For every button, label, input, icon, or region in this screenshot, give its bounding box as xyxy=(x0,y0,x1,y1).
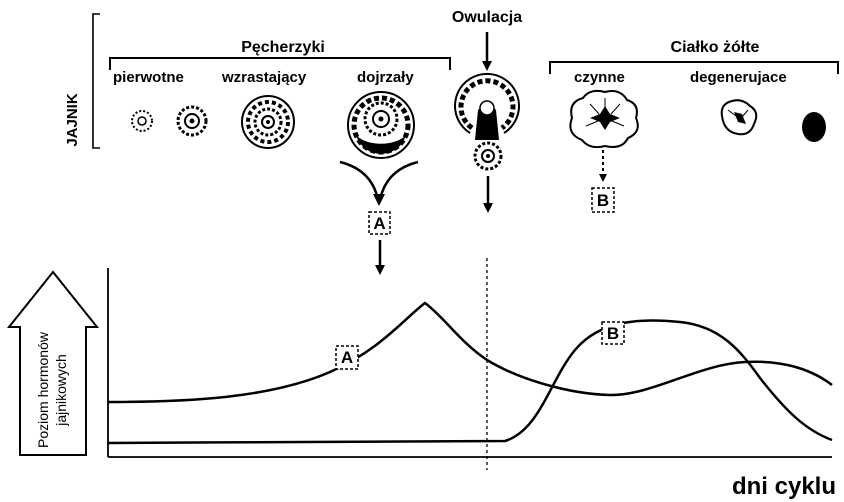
curve-a-marker: A xyxy=(336,346,358,369)
follicle-stage-primordial: pierwotne xyxy=(113,69,184,86)
ovary-bracket xyxy=(93,14,100,148)
hormone-curve-b xyxy=(108,320,832,443)
x-axis-label: dni cyklu xyxy=(732,473,836,500)
ovary-label: JAJNIK xyxy=(64,93,81,147)
follicle-stage-growing: wzrastający xyxy=(221,69,307,86)
primordial-follicle-icon xyxy=(132,111,152,131)
y-axis-label-line2: jajnikowych xyxy=(53,354,69,427)
ovulating-follicle-icon xyxy=(455,74,519,140)
mature-follicle-icon xyxy=(348,92,414,158)
corpus-luteum-stage-degenerating: degenerujace xyxy=(690,69,787,86)
corpus-albicans-icon xyxy=(802,112,826,142)
y-axis-arrow: Poziom hormonów jajnikowych xyxy=(9,272,97,455)
y-axis-label-line1: Poziom hormonów xyxy=(35,331,51,448)
svg-text:B: B xyxy=(597,191,609,210)
marker-a-box: A xyxy=(369,212,390,234)
follicle-stage-mature: dojrzały xyxy=(357,69,414,86)
follicles-title: Pęcherzyki xyxy=(241,39,325,56)
ovulation-label: Owulacja xyxy=(452,9,522,26)
degenerating-corpus-luteum-icon xyxy=(722,100,757,134)
svg-text:A: A xyxy=(373,214,385,233)
corpus-luteum-stage-active: czynne xyxy=(574,69,625,86)
curve-b-marker: B xyxy=(602,322,624,344)
early-growing-follicle-icon xyxy=(178,107,206,135)
marker-b-box: B xyxy=(592,188,614,212)
released-oocyte-icon xyxy=(475,143,501,169)
svg-text:A: A xyxy=(341,348,353,367)
corpus-luteum-title: Ciałko żółte xyxy=(671,39,760,56)
svg-text:B: B xyxy=(607,324,619,343)
growing-follicle-icon xyxy=(242,96,294,148)
hormone-curve-a xyxy=(108,303,832,402)
active-corpus-luteum-icon xyxy=(570,91,637,147)
